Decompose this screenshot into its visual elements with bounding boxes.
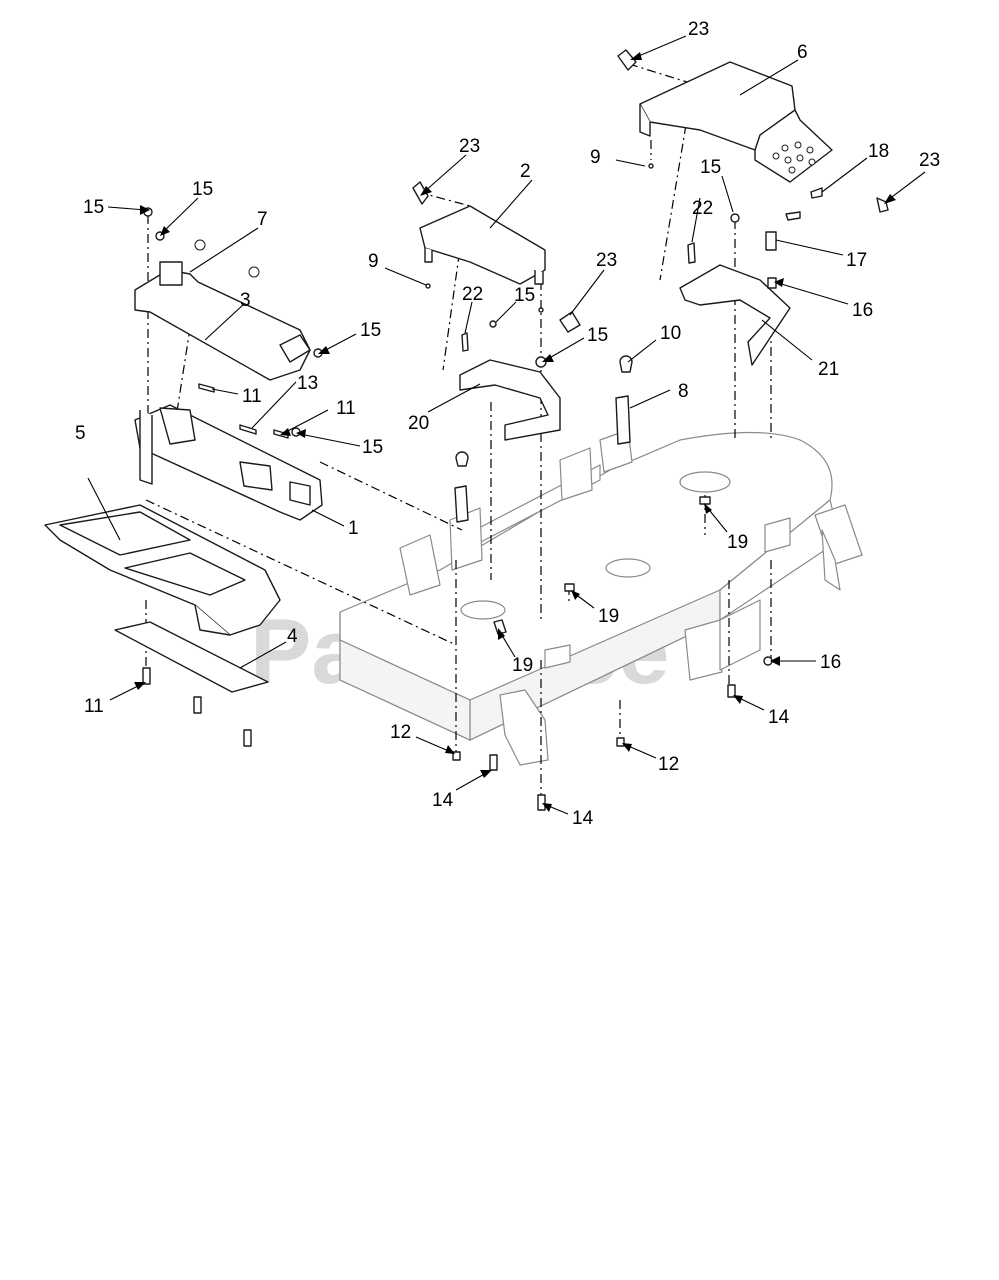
callout-19: 19 (598, 606, 619, 627)
part-4-plate (114, 621, 269, 693)
part-21-bracket (679, 264, 791, 366)
part-5-guard (44, 504, 281, 636)
callout-11: 11 (84, 696, 104, 717)
callout-23: 23 (596, 250, 617, 271)
callout-7: 7 (257, 209, 268, 230)
callout-10: 10 (660, 323, 681, 344)
callout-16: 16 (852, 300, 873, 321)
callout-15: 15 (700, 157, 721, 178)
callout-14: 14 (768, 707, 790, 728)
callout-23: 23 (688, 19, 709, 40)
callout-21: 21 (818, 359, 839, 380)
callout-23: 23 (919, 150, 940, 171)
callout-16: 16 (820, 652, 841, 673)
part-3-upper-bracket (134, 239, 311, 381)
callout-17: 17 (846, 250, 867, 271)
callout-6: 6 (797, 42, 808, 63)
callout-5: 5 (75, 423, 86, 444)
callout-18: 18 (868, 141, 889, 162)
callout-15: 15 (83, 197, 104, 218)
callout-15: 15 (360, 320, 381, 341)
callout-3: 3 (240, 290, 251, 311)
callout-13: 13 (297, 373, 318, 394)
callout-19: 19 (512, 655, 533, 676)
callouts: 23 6 23 2 9 18 23 15 15 7 15 22 9 22 23 … (75, 19, 940, 829)
callout-15: 15 (192, 179, 213, 200)
callout-11: 11 (242, 386, 262, 407)
callout-15: 15 (514, 285, 535, 306)
callout-4: 4 (287, 626, 298, 647)
callout-11: 11 (336, 398, 356, 419)
callout-12: 12 (390, 722, 411, 743)
callout-9: 9 (368, 251, 379, 272)
leader-lines (87, 35, 926, 815)
hardware (142, 49, 889, 811)
callout-15: 15 (587, 325, 608, 346)
part-1-hitch-bracket (134, 404, 323, 521)
part-20-bracket (459, 359, 561, 441)
callout-14: 14 (432, 790, 454, 811)
callout-15: 15 (362, 437, 383, 458)
part-6-belt-cover (639, 61, 833, 183)
callout-2: 2 (520, 161, 531, 182)
callout-12: 12 (658, 754, 679, 775)
part-2-cover (419, 205, 546, 285)
callout-1: 1 (348, 518, 359, 539)
callout-20: 20 (408, 413, 429, 434)
callout-23: 23 (459, 136, 480, 157)
callout-22: 22 (692, 198, 713, 219)
callout-22: 22 (462, 284, 483, 305)
assembly-lines (145, 63, 772, 800)
callout-8: 8 (678, 381, 689, 402)
callout-19: 19 (727, 532, 748, 553)
callout-14: 14 (572, 808, 594, 829)
callout-9: 9 (590, 147, 601, 168)
